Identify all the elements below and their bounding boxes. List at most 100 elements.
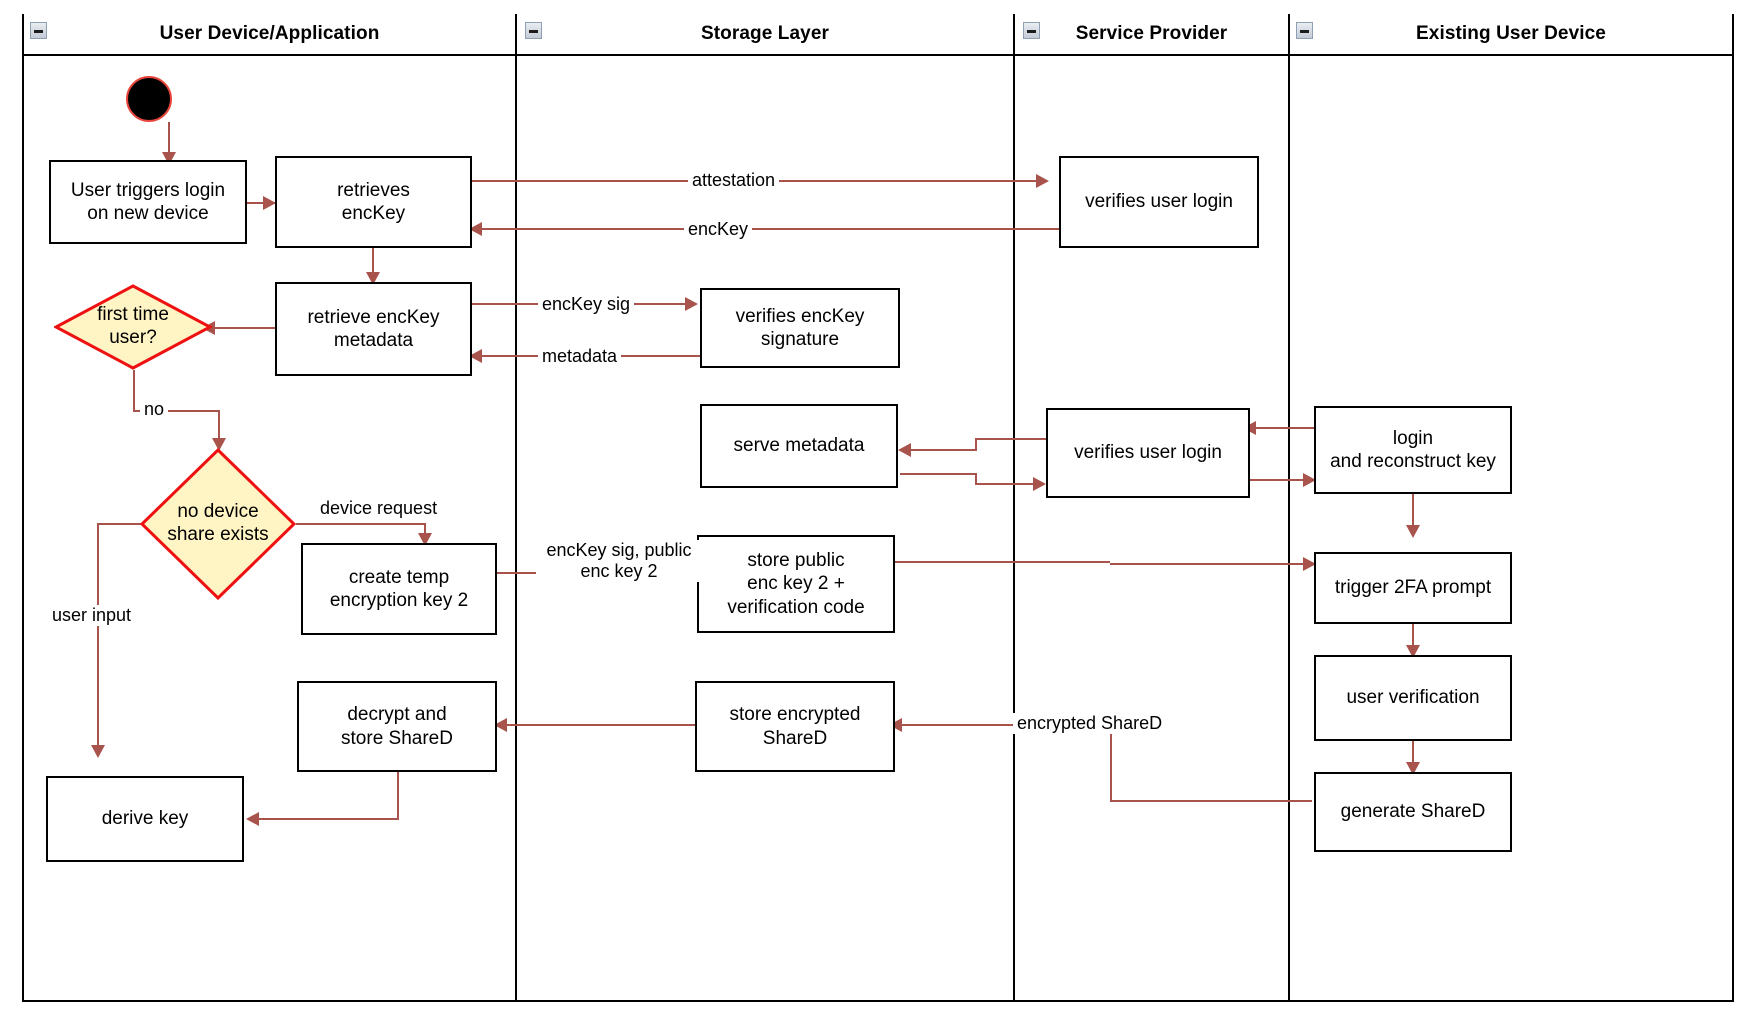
arrowhead-verification-to-generate [1406, 762, 1420, 775]
edge-user-input-v [97, 523, 99, 753]
collapse-minus-icon-user-device[interactable] [30, 22, 47, 39]
node-retrieve-enckey-metadata[interactable]: retrieve encKey metadata [275, 282, 472, 376]
edge-encrypted-shared-h2 [900, 724, 1112, 726]
edge-encrypted-shared-v [1110, 724, 1112, 802]
collapse-minus-icon-existing-user-device[interactable] [1296, 22, 1313, 39]
edge-verify-to-login-right [1250, 479, 1312, 481]
edge-label-device-request: device request [316, 498, 442, 520]
edge-retrieves-to-metadata [372, 246, 374, 282]
arrowhead-enckey-sig [685, 297, 698, 311]
initial-node [126, 76, 172, 122]
lane-body-user-device [22, 56, 517, 1002]
arrowhead-enckey-return [469, 222, 482, 236]
node-retrieves-enckey[interactable]: retrieves encKey [275, 156, 472, 248]
diamond-shape-icon [54, 284, 212, 370]
lane-body-existing-user-device [1290, 56, 1734, 1002]
diagram-bottom-border [22, 1000, 1734, 1002]
arrowhead-login-to-retrieves [263, 196, 276, 210]
arrowhead-metadata-return [469, 349, 482, 363]
node-label: verifies user login [1074, 442, 1222, 464]
lane-header-user-device[interactable]: User Device/Application [22, 14, 517, 56]
edge-decrypt-to-derive-v [397, 772, 399, 820]
node-verifies-user-login-top[interactable]: verifies user login [1059, 156, 1259, 248]
edge-no-horizontal [133, 410, 220, 412]
lane-title-user-device: User Device/Application [159, 23, 380, 44]
node-label: verifies user login [1085, 191, 1233, 213]
decision-label: no device share exists [167, 501, 269, 545]
lane-title-existing-user-device: Existing User Device [1416, 23, 1606, 44]
edge-device-request-h [296, 523, 426, 525]
edge-start-to-login [168, 122, 170, 160]
edge-label-enckey-sig: encKey sig [538, 294, 635, 316]
arrowhead-serve-to-verify [1033, 477, 1046, 491]
edge-serve-to-verify-jog [975, 473, 977, 485]
node-trigger-2fa-prompt[interactable]: trigger 2FA prompt [1314, 552, 1512, 624]
edge-label-user-input: user input [48, 605, 136, 627]
node-label: decrypt and store ShareD [341, 704, 453, 749]
edge-label-no: no [140, 399, 169, 421]
collapse-minus-icon-storage-layer[interactable] [525, 22, 542, 39]
edge-decrypt-to-derive-h [258, 818, 399, 820]
node-label: create temp encryption key 2 [329, 566, 469, 611]
node-user-verification[interactable]: user verification [1314, 655, 1512, 741]
edge-label-encrypted-shared: encrypted ShareD [1013, 713, 1167, 735]
edge-login-to-2fa [1412, 493, 1414, 535]
edge-enckey-return [482, 228, 1060, 230]
node-label: store encrypted ShareD [729, 704, 861, 749]
edge-label-enckey-sig-public-enc-key-2: encKey sig, public enc key 2 [536, 540, 702, 583]
node-label: login and reconstruct key [1330, 427, 1496, 472]
lane-header-storage-layer[interactable]: Storage Layer [517, 14, 1015, 56]
lane-header-existing-user-device[interactable]: Existing User Device [1290, 14, 1734, 56]
edge-label-attestation: attestation [688, 170, 780, 192]
arrowhead-device-request [418, 533, 432, 546]
node-verifies-user-login-mid[interactable]: verifies user login [1046, 408, 1250, 498]
edge-label-enckey: encKey [684, 219, 753, 241]
node-decrypt-and-store-shared[interactable]: decrypt and store ShareD [297, 681, 497, 772]
node-label: generate ShareD [1340, 801, 1486, 823]
node-label: retrieves encKey [337, 179, 410, 224]
arrowhead-user-input [91, 745, 105, 758]
collapse-minus-icon-service-provider[interactable] [1023, 22, 1040, 39]
edge-serve-to-verify-h1 [900, 473, 977, 475]
node-label: verifies encKey signature [735, 305, 865, 350]
edge-verification-to-generate [1412, 740, 1414, 772]
node-store-public-enc-key-2[interactable]: store public enc key 2 + verification co… [697, 535, 895, 633]
node-label: retrieve encKey metadata [307, 306, 440, 351]
node-login-and-reconstruct-key[interactable]: login and reconstruct key [1314, 406, 1512, 494]
lane-body-storage-layer [517, 56, 1015, 1002]
lane-title-service-provider: Service Provider [1075, 23, 1228, 44]
node-serve-metadata[interactable]: serve metadata [700, 404, 898, 488]
node-derive-key[interactable]: derive key [46, 776, 244, 862]
arrowhead-store-to-decrypt [494, 718, 507, 732]
arrowhead-verify-to-serve [898, 443, 911, 457]
arrowhead-2fa-to-verification [1406, 645, 1420, 658]
node-label: store public enc key 2 + verification co… [727, 550, 865, 618]
edge-verify-to-serve-jog [975, 438, 977, 450]
edge-login-to-verify-mid [1252, 427, 1317, 429]
edge-store-to-decrypt [505, 724, 697, 726]
edge-firsttime-down [133, 370, 135, 412]
decision-first-time-user[interactable]: first time user? [54, 284, 212, 370]
lane-header-service-provider[interactable]: Service Provider [1015, 14, 1290, 56]
edge-serve-to-verify-h2 [975, 483, 1043, 485]
edge-label-metadata: metadata [538, 346, 622, 368]
lane-title-storage-layer: Storage Layer [700, 23, 830, 44]
node-generate-shared[interactable]: generate ShareD [1314, 772, 1512, 852]
edge-verify-to-serve-h2 [910, 449, 977, 451]
arrowhead-attestation [1036, 174, 1049, 188]
node-create-temp-encryption-key-2[interactable]: create temp encryption key 2 [301, 543, 497, 635]
edge-login-to-retrieves [247, 202, 275, 204]
node-store-encrypted-shared[interactable]: store encrypted ShareD [695, 681, 895, 772]
decision-no-device-share-exists[interactable]: no device share exists [140, 448, 296, 600]
arrowhead-decrypt-to-derive [246, 812, 259, 826]
edge-store-to-2fa-h2 [1110, 563, 1312, 565]
node-label: user verification [1346, 687, 1480, 709]
node-label: User triggers login on new device [70, 179, 226, 224]
decision-label: first time user? [97, 304, 169, 348]
node-label: serve metadata [733, 435, 865, 457]
diamond-shape-icon [140, 448, 296, 600]
node-user-triggers-login[interactable]: User triggers login on new device [49, 160, 247, 244]
node-verifies-enckey-signature[interactable]: verifies encKey signature [700, 288, 900, 368]
arrowhead-store-to-2fa [1303, 557, 1316, 571]
